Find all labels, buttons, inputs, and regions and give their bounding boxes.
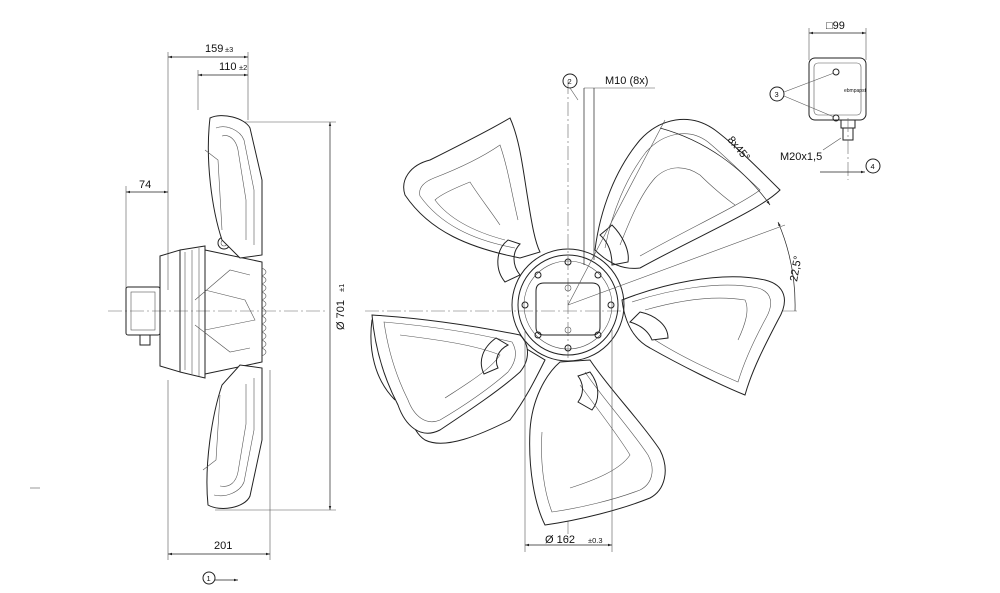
angle-arc-22	[777, 221, 796, 312]
dim-74-value: 74	[139, 179, 151, 191]
fan-blade-3	[621, 276, 785, 396]
dim-159-value: 159	[205, 43, 223, 55]
callout-4-circle	[865, 158, 881, 174]
angle-22-5-label: 22,5°	[788, 255, 804, 283]
terminal-box	[808, 57, 867, 121]
fan-blade-1	[403, 117, 541, 259]
thread-m10-label: M10 (8x)	[605, 75, 648, 87]
hub-diameter-value: Ø 162	[545, 534, 575, 546]
fan-blade-2	[594, 118, 781, 269]
callout-1: 1	[207, 574, 211, 583]
box-screw-bottom	[832, 114, 840, 122]
dim-110-tol: ±2	[239, 63, 247, 72]
hub-mounting-holes	[521, 258, 615, 352]
callout-3-circle	[769, 86, 785, 102]
front-view: 8x45° 22,5° M10 (8x) 2 Ø 162 ±0.3	[365, 73, 804, 552]
dim-159-tol: ±3	[225, 45, 233, 54]
fan-blade-4	[529, 359, 666, 526]
gland-thread-label: M20x1,5	[780, 151, 822, 163]
callout-1-circle	[202, 571, 216, 585]
box-logo: ebmpapst	[844, 88, 867, 94]
angle-arc-45	[659, 127, 771, 206]
dim-110-value: 110	[219, 61, 237, 73]
dim-701-value: Ø 701	[335, 300, 347, 330]
hub-outer	[511, 248, 625, 362]
terminal-box-detail: □99 ebmpapst 3 M20x1,5 4	[769, 20, 881, 180]
dim-701-tol: ±1	[337, 284, 346, 292]
side-view: 159 ±3 110 ±2 74 Ø 701 ±1 201	[30, 43, 347, 585]
cable-gland-side	[139, 334, 151, 346]
callout-2: 2	[568, 77, 572, 86]
hub-diameter-tol: ±0.3	[588, 536, 603, 545]
callout-3: 3	[775, 90, 779, 99]
hub-terminal-plate	[535, 282, 601, 336]
callout-4: 4	[871, 162, 875, 171]
box-size-label: □99	[826, 20, 845, 32]
dim-201-value: 201	[214, 540, 232, 552]
box-screw-top	[832, 68, 840, 76]
